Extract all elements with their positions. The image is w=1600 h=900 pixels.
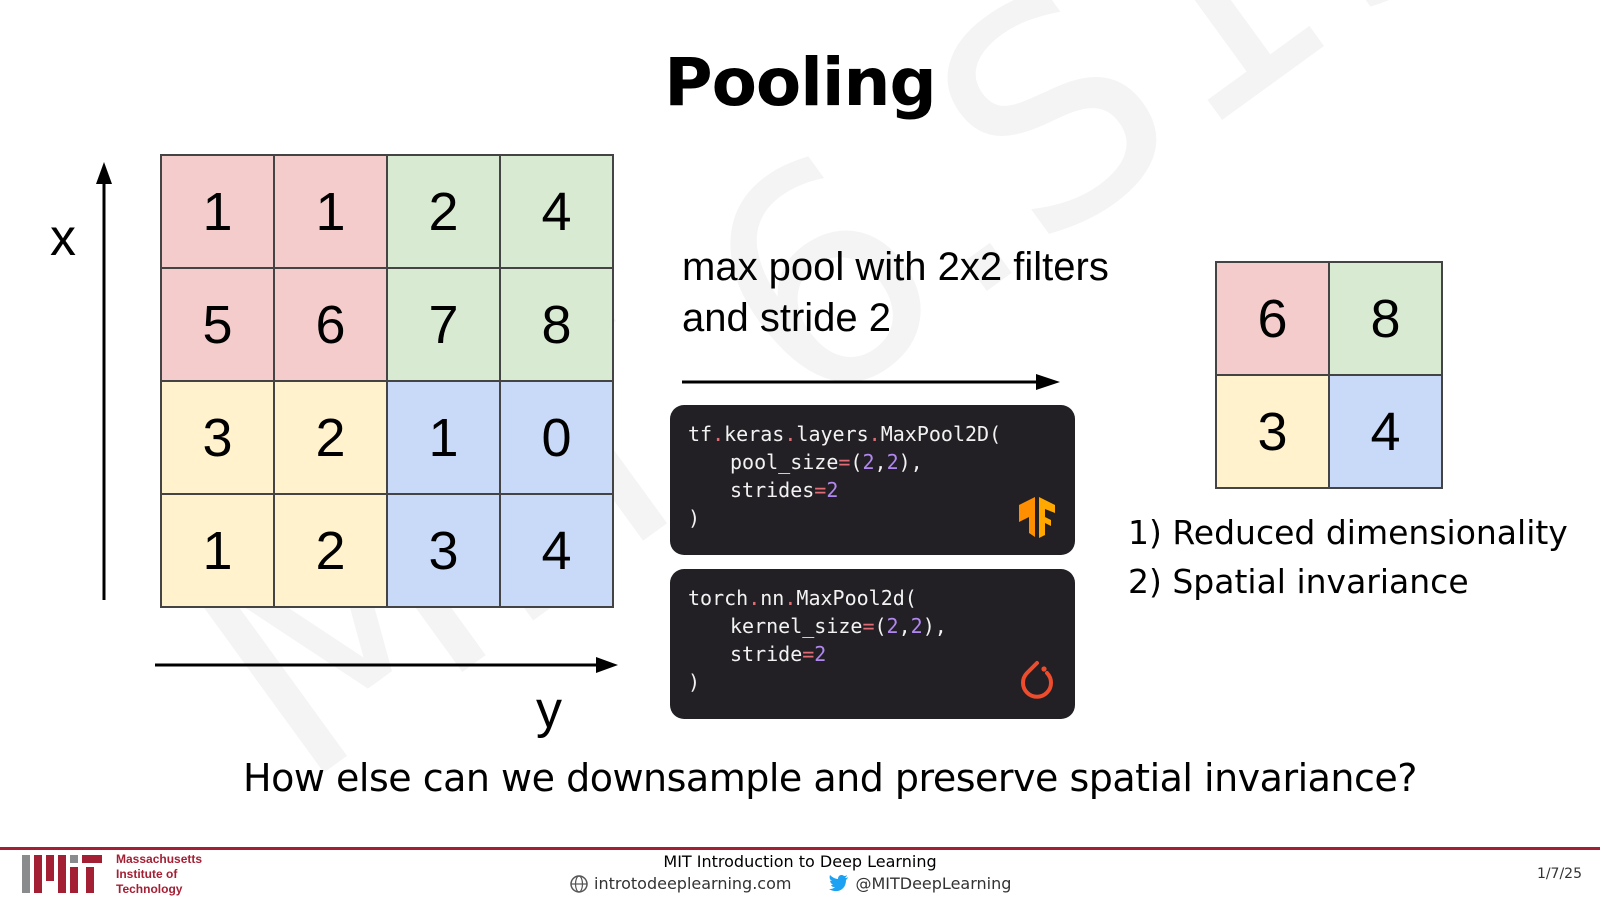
footer-divider bbox=[0, 847, 1600, 850]
y-axis-arrowhead bbox=[596, 657, 618, 673]
input-cell: 4 bbox=[501, 156, 614, 269]
input-feature-map: 1 1 2 4 5 6 7 8 3 2 1 0 1 2 3 4 bbox=[160, 154, 614, 608]
course-name: MIT Introduction to Deep Learning bbox=[663, 852, 937, 871]
operation-line-1: max pool with 2x2 filters bbox=[682, 245, 1109, 289]
code-line: pool_size=(2,2), bbox=[730, 450, 923, 474]
globe-icon bbox=[570, 874, 588, 893]
output-cell: 8 bbox=[1330, 263, 1443, 376]
code-line: tf.keras.layers.MaxPool2D( bbox=[688, 422, 1002, 446]
code-line: stride=2 bbox=[730, 642, 827, 666]
input-cell: 4 bbox=[501, 495, 614, 608]
input-cell: 2 bbox=[275, 382, 388, 495]
twitter-bird-icon bbox=[829, 875, 849, 892]
input-cell: 3 bbox=[162, 382, 275, 495]
input-cell: 6 bbox=[275, 269, 388, 382]
twitter-handle: @MITDeepLearning bbox=[855, 874, 1012, 893]
question-text: How else can we downsample and preserve … bbox=[243, 756, 1417, 800]
input-cell: 7 bbox=[388, 269, 501, 382]
property-item: 2) Spatial invariance bbox=[1128, 562, 1469, 601]
slide-title: Pooling bbox=[664, 44, 937, 121]
operation-arrow bbox=[682, 374, 1060, 390]
code-line: kernel_size=(2,2), bbox=[730, 614, 947, 638]
code-line: ) bbox=[688, 506, 701, 530]
pytorch-code-block: torch.nn.MaxPool2d( kernel_size=(2,2), s… bbox=[670, 569, 1075, 719]
operation-line-2: and stride 2 bbox=[682, 296, 892, 340]
website-text: introtodeeplearning.com bbox=[594, 874, 792, 893]
x-axis-arrowhead bbox=[96, 162, 112, 184]
input-cell: 2 bbox=[388, 156, 501, 269]
code-line: torch.nn.MaxPool2d( bbox=[688, 586, 917, 610]
input-cell: 1 bbox=[162, 156, 275, 269]
input-cell: 3 bbox=[388, 495, 501, 608]
output-cell: 4 bbox=[1330, 376, 1443, 489]
input-cell: 1 bbox=[388, 382, 501, 495]
twitter-link[interactable]: @MITDeepLearning bbox=[829, 874, 1011, 893]
mit-logo-icon bbox=[22, 855, 102, 893]
output-cell: 6 bbox=[1217, 263, 1330, 376]
y-axis-label: y bbox=[536, 681, 562, 739]
axes bbox=[96, 162, 618, 673]
pooling-properties: 1) Reduced dimensionality 2) Spatial inv… bbox=[1128, 508, 1568, 606]
tensorflow-code-block: tf.keras.layers.MaxPool2D( pool_size=(2,… bbox=[670, 405, 1075, 555]
input-cell: 8 bbox=[501, 269, 614, 382]
website-link[interactable]: introtodeeplearning.com bbox=[570, 874, 791, 893]
output-feature-map: 6 8 3 4 bbox=[1215, 261, 1443, 489]
footer-links: introtodeeplearning.com @MITDeepLearning bbox=[570, 874, 1011, 893]
slide-date: 1/7/25 bbox=[1536, 866, 1582, 882]
code-line: ) bbox=[688, 670, 701, 694]
input-cell: 0 bbox=[501, 382, 614, 495]
input-cell: 2 bbox=[275, 495, 388, 608]
pytorch-icon bbox=[1021, 661, 1053, 699]
code-line: strides=2 bbox=[730, 478, 839, 502]
input-cell: 1 bbox=[162, 495, 275, 608]
tensorflow-icon bbox=[1019, 497, 1055, 538]
input-cell: 5 bbox=[162, 269, 275, 382]
x-axis-label: x bbox=[50, 209, 76, 267]
input-cell: 1 bbox=[275, 156, 388, 269]
institution-name: Massachusetts Institute of Technology bbox=[116, 852, 203, 896]
output-cell: 3 bbox=[1217, 376, 1330, 489]
property-item: 1) Reduced dimensionality bbox=[1128, 513, 1568, 552]
operation-description: max pool with 2x2 filters and stride 2 bbox=[682, 242, 1109, 344]
